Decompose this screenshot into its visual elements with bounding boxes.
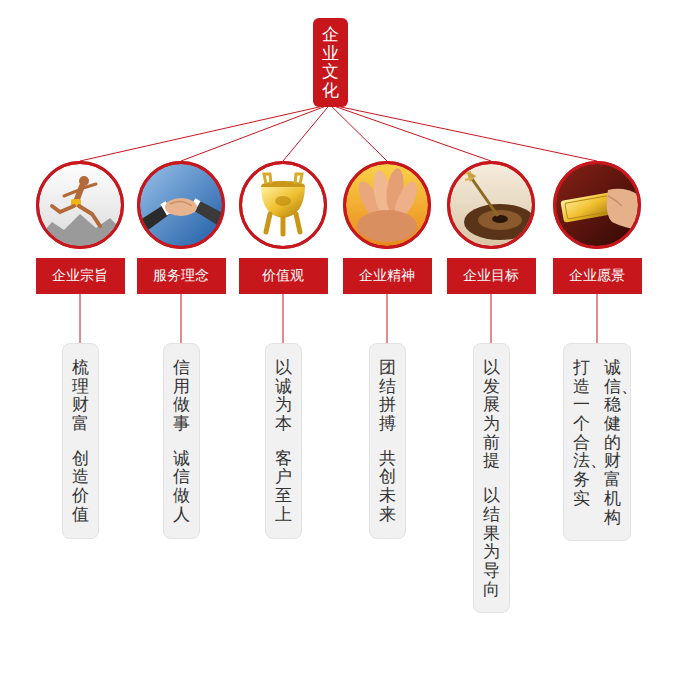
gold-vessel-picture: [239, 161, 327, 249]
handshake-picture: [137, 161, 225, 249]
connector-line: [283, 107, 328, 161]
motto-box: 以发展为前提以结果为导向: [473, 343, 510, 613]
label-band: 企业宗旨: [36, 258, 125, 294]
label-band: 服务理念: [137, 258, 226, 294]
category-label: 企业愿景: [569, 267, 625, 285]
motto-text: 梳理财富: [72, 358, 89, 433]
motto-box: 信用做事诚信做人: [163, 343, 200, 539]
motto-box: 打造一个合法、务实诚信、稳健的财富机构: [563, 343, 631, 541]
connector-line: [283, 294, 284, 343]
motto-text: 打造一个合法、务实: [573, 358, 590, 508]
motto-text: 创造价值: [72, 449, 89, 524]
category-label: 企业目标: [463, 267, 519, 285]
motto-box: 梳理财富创造价值: [62, 343, 99, 539]
connector-line: [80, 107, 320, 161]
category-label-box: 企业目标: [447, 161, 536, 294]
category-label-box: 企业宗旨: [36, 161, 125, 294]
motto-text: 诚信、稳健的财富机构: [604, 358, 621, 526]
motto-text: 信用做事: [173, 358, 190, 433]
label-band: 企业目标: [447, 258, 536, 294]
category-label: 企业宗旨: [52, 267, 108, 285]
motto-text: 诚信做人: [173, 449, 190, 524]
runner-picture: [36, 161, 124, 250]
motto-text: 以结果为导向: [483, 486, 500, 598]
connector-line: [181, 107, 324, 161]
category-label-box: 价值观: [239, 161, 328, 294]
category-label: 服务理念: [153, 267, 209, 285]
label-band: 价值观: [239, 258, 328, 294]
category-label: 价值观: [262, 267, 304, 285]
motto-text: 以发展为前提: [483, 358, 500, 470]
category-label-box: 企业愿景: [553, 161, 642, 294]
root-title: 企业文化: [322, 25, 339, 100]
category-label-box: 服务理念: [137, 161, 226, 294]
root-box: 企业文化: [313, 18, 348, 107]
connector-line: [340, 107, 597, 161]
label-band: 企业愿景: [553, 258, 642, 294]
connector-line: [597, 294, 598, 343]
connector-line: [491, 294, 492, 343]
motto-text: 客户至上: [275, 449, 292, 524]
connector-line: [387, 294, 388, 343]
motto-box: 团结拼搏共创未来: [369, 343, 406, 539]
motto-text: 以诚为本: [275, 358, 292, 433]
label-band: 企业精神: [343, 258, 432, 294]
connector-line: [181, 294, 182, 343]
gold-bar-picture: [553, 161, 641, 249]
category-label-box: 企业精神: [343, 161, 432, 294]
motto-text: 共创未来: [379, 449, 396, 524]
motto-text: 团结拼搏: [379, 358, 396, 433]
arrow-target-picture: [447, 161, 536, 249]
category-label: 企业精神: [359, 267, 415, 285]
hands-picture: [343, 161, 431, 249]
motto-box: 以诚为本客户至上: [265, 343, 302, 539]
connector-line: [80, 294, 81, 343]
